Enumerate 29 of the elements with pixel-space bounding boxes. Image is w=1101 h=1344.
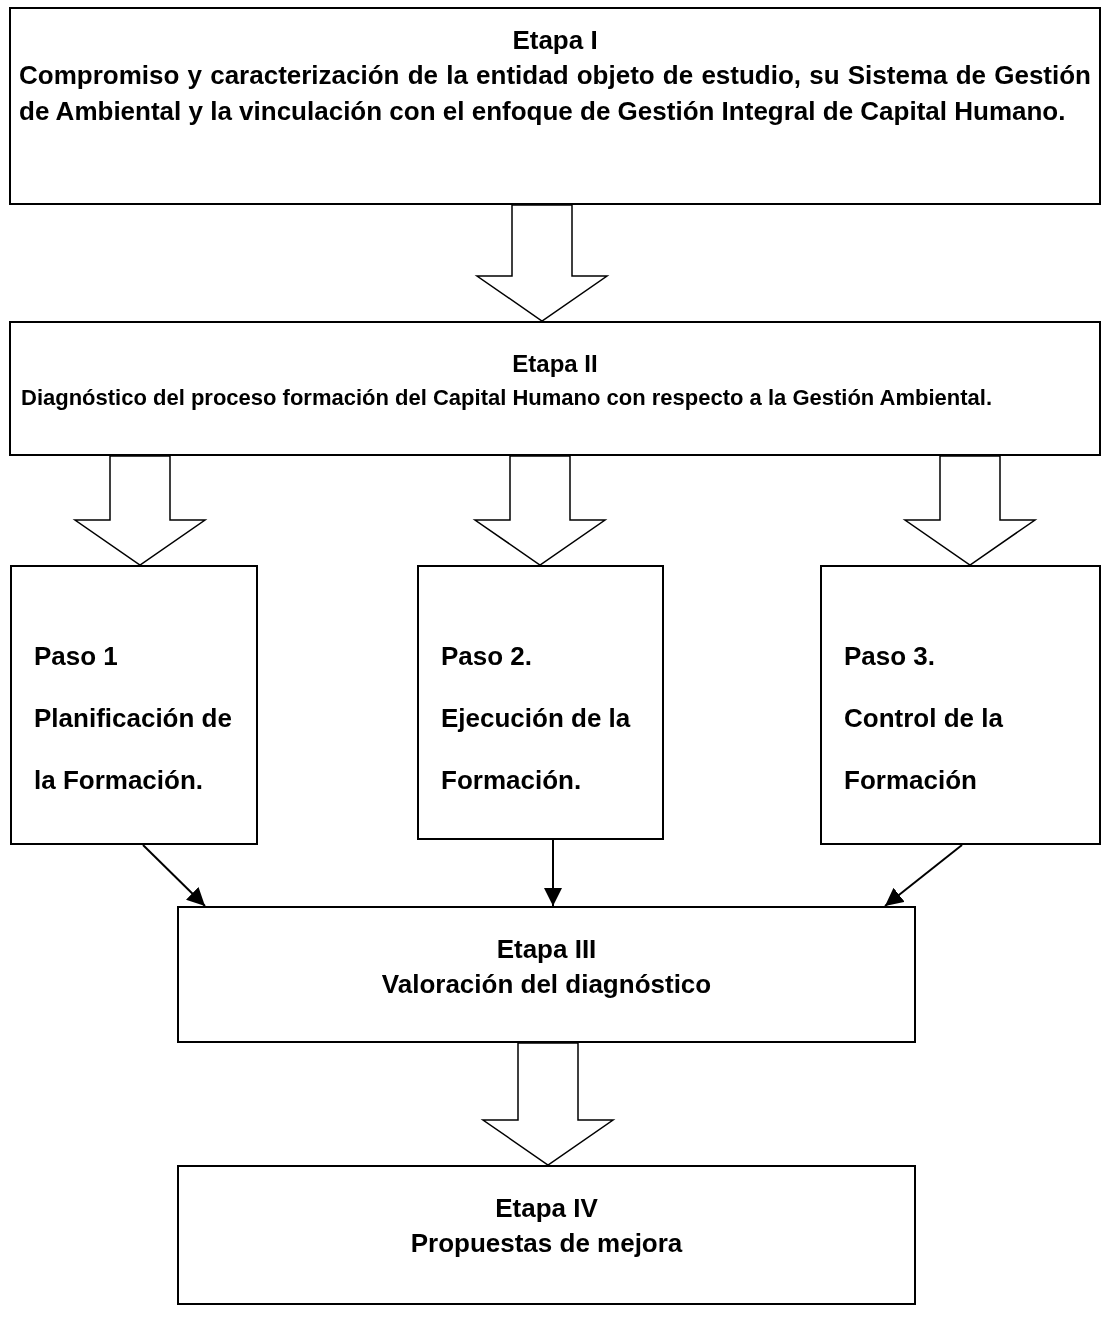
stage-description: Compromiso y caracterización de la entidad objeto de estudio, su Sistema de Gestión de Ambiental y la vinculación con el enfoque de Gestión Integral de Capital Humano. <box>19 59 1091 128</box>
block-arrow <box>472 455 608 566</box>
stage-description: Planificación de la Formación. <box>34 702 233 797</box>
arrow <box>544 839 562 907</box>
stage-heading: Paso 2. <box>441 640 534 673</box>
stage-heading: Etapa II <box>511 349 599 379</box>
block-arrow <box>474 204 610 322</box>
stage-description: Control de la Formación <box>844 702 1004 797</box>
process-box <box>177 1165 916 1305</box>
process-box <box>9 321 1101 456</box>
process-box <box>9 7 1101 205</box>
block-arrow <box>72 455 208 566</box>
stage-heading: Etapa IV <box>494 1192 599 1225</box>
stage-description: Valoración del diagnóstico <box>380 968 713 1001</box>
block-arrow <box>480 1042 616 1166</box>
stage-heading: Etapa I <box>511 24 599 57</box>
stage-heading: Etapa III <box>495 933 598 966</box>
stage-heading: Paso 1 <box>34 640 119 673</box>
arrow <box>142 844 206 907</box>
stage-description: Diagnóstico del proceso formación del Capital Humano con respecto a la Gestión Ambiental. <box>21 384 994 412</box>
stage-heading: Paso 3. <box>844 640 937 673</box>
arrow <box>884 844 963 907</box>
stage-description: Propuestas de mejora <box>409 1227 684 1260</box>
process-box <box>820 565 1101 845</box>
process-box <box>10 565 258 845</box>
block-arrow <box>902 455 1038 566</box>
stage-description: Ejecución de la Formación. <box>441 702 632 797</box>
process-box <box>417 565 664 840</box>
process-box <box>177 906 916 1043</box>
